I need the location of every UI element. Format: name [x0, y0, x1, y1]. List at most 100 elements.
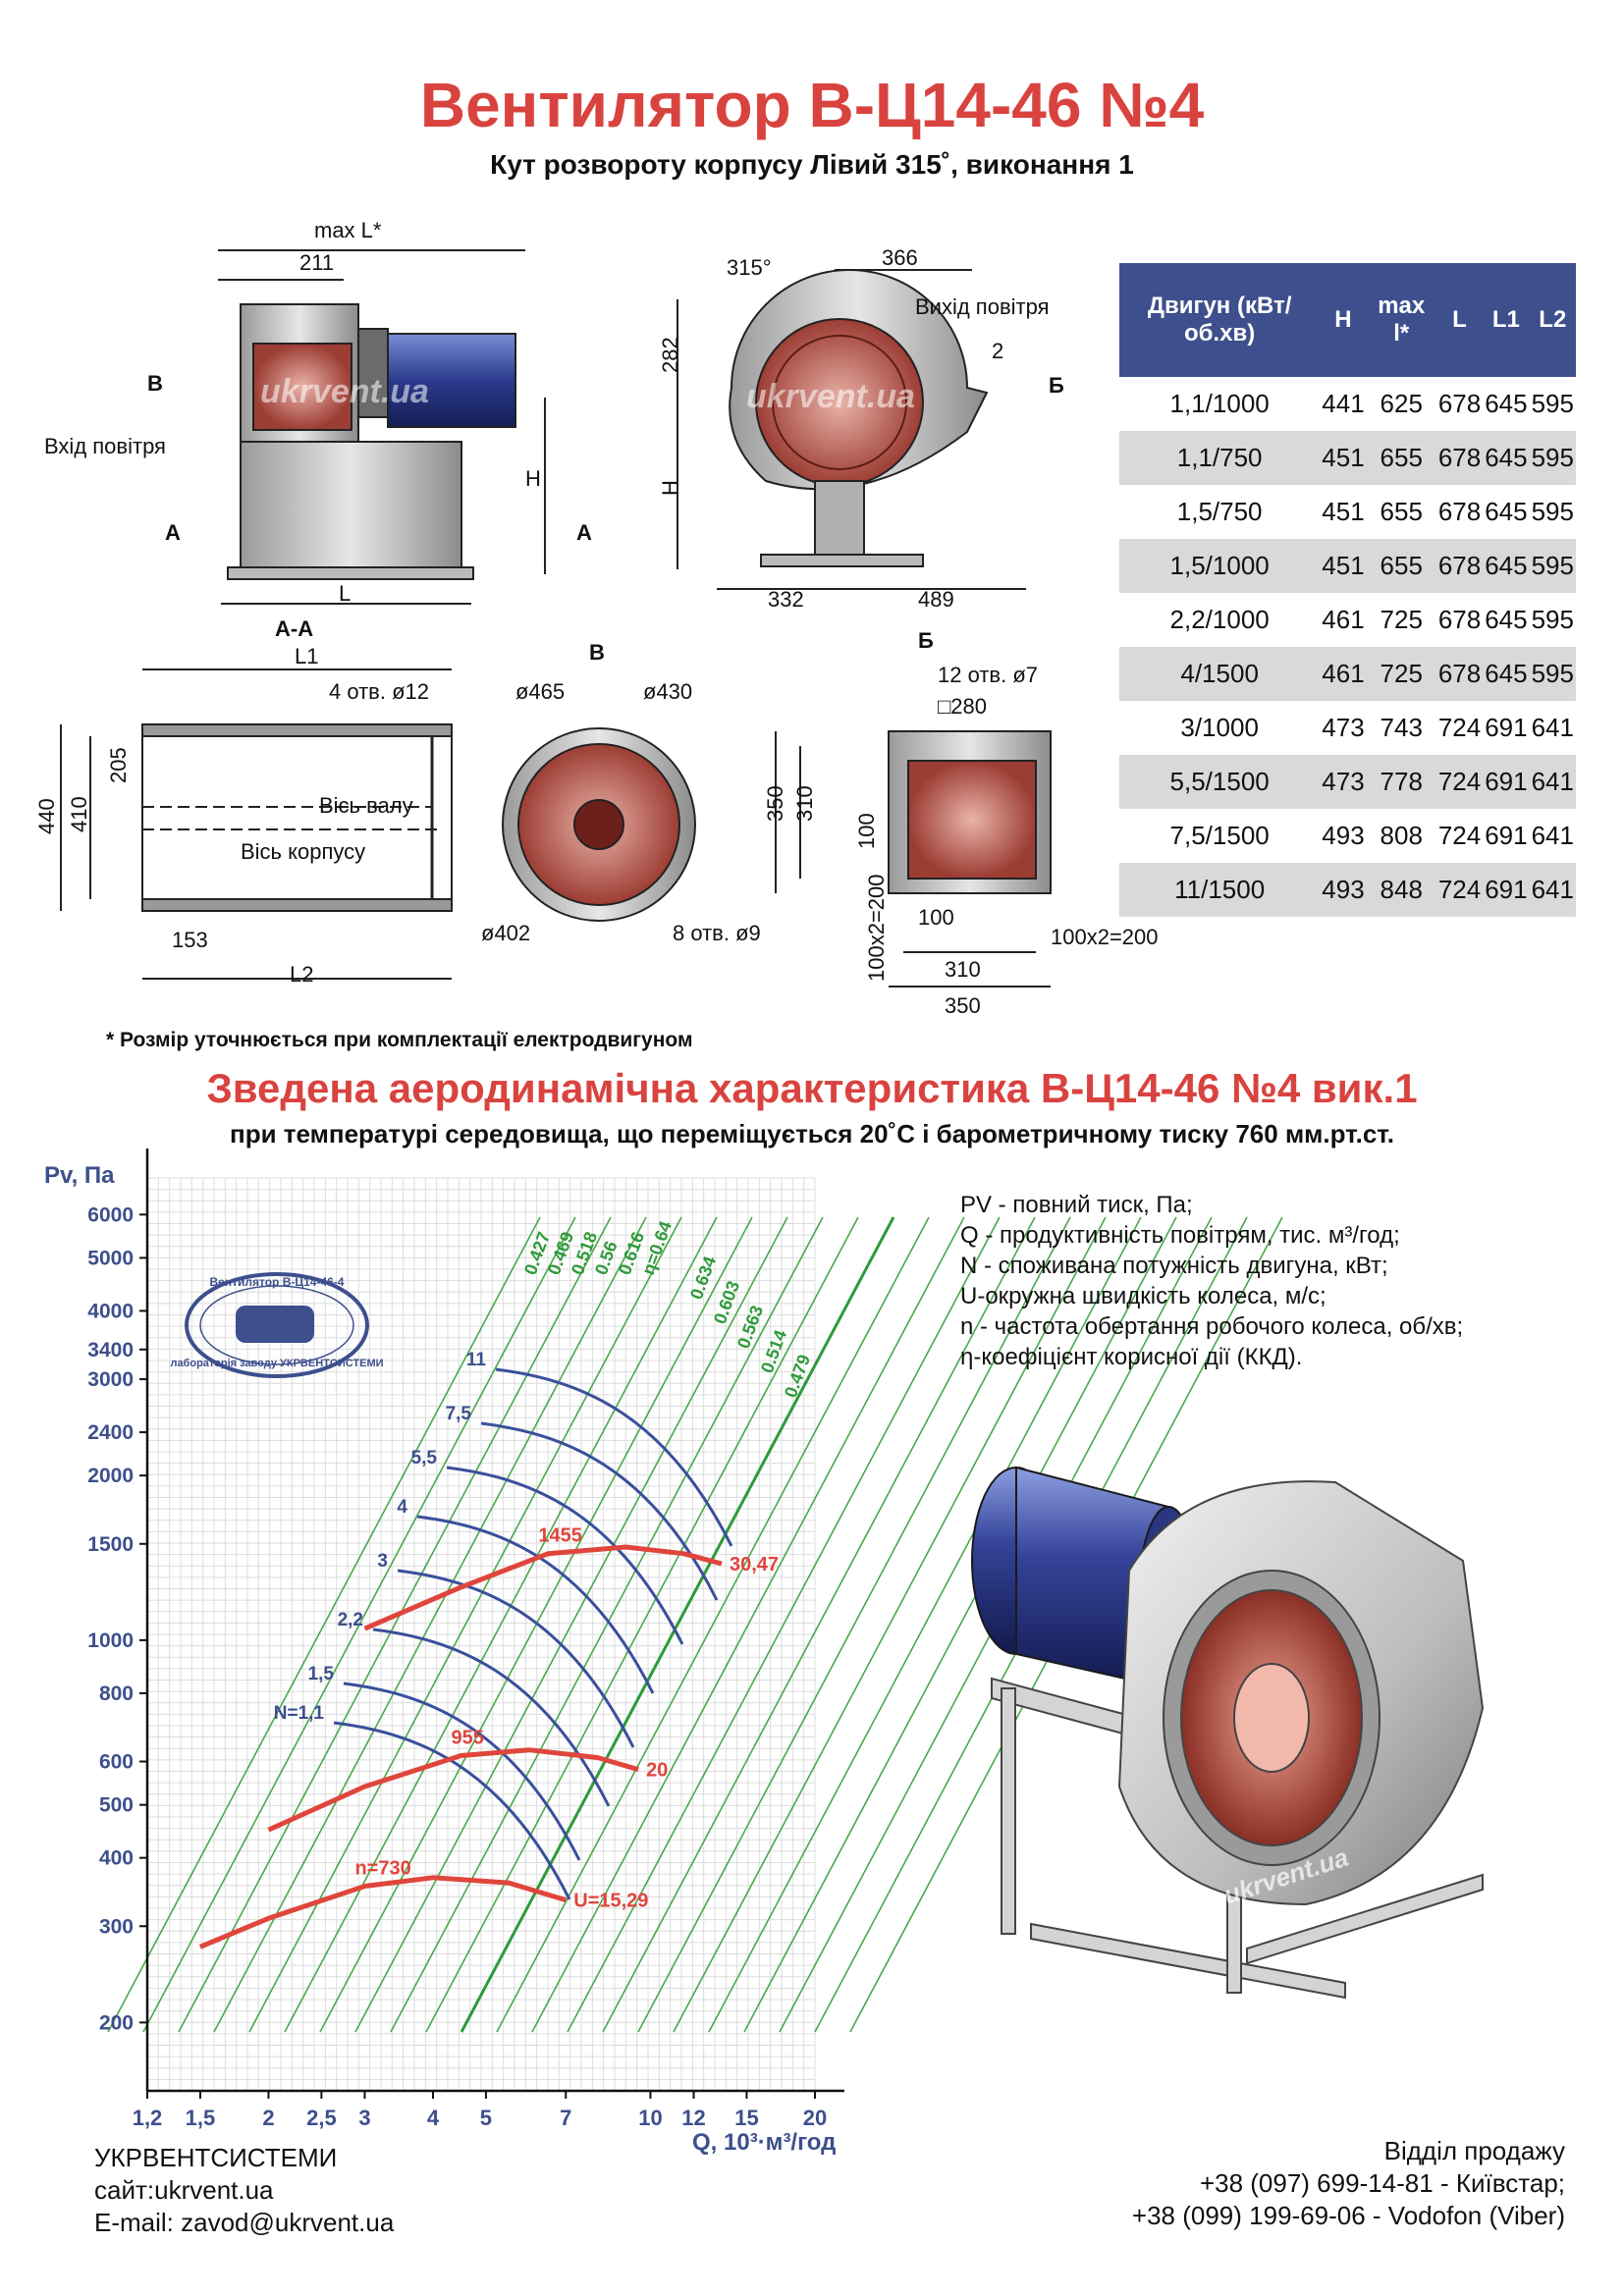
power-label: 7,5	[446, 1404, 472, 1424]
legend: PV - повний тиск, Па; Q - продуктивність…	[960, 1190, 1463, 1372]
company-site[interactable]: сайт:ukrvent.ua	[94, 2175, 274, 2205]
table-cell: 625	[1380, 389, 1423, 418]
legend-item: η-коефіцієнт корисної дії (ККД).	[960, 1344, 1303, 1370]
legend-item: PV - повний тиск, Па;	[960, 1192, 1193, 1218]
dim-l2: L2	[290, 962, 313, 987]
power-label: N=1,1	[274, 1703, 325, 1724]
efficiency-line	[567, 1216, 1001, 2033]
dim-282: 282	[658, 337, 682, 373]
power-label: 4	[397, 1497, 407, 1518]
label-holes-bcyr: 12 отв. ø7	[938, 663, 1038, 687]
power-label: 1,5	[308, 1664, 335, 1684]
dim-d465: ø465	[515, 679, 565, 704]
table-cell: 655	[1366, 539, 1436, 593]
y-tick-label: 200	[99, 2011, 134, 2034]
speed-curve	[363, 1544, 723, 1631]
table-cell: 724	[1435, 863, 1484, 917]
dim-366: 366	[882, 245, 918, 270]
table-cell: 645	[1483, 647, 1530, 701]
y-tick-label: 4000	[87, 1300, 134, 1322]
table-cell: 451	[1322, 497, 1365, 526]
table-cell: 655	[1380, 497, 1423, 526]
efficiency-line	[178, 1216, 612, 2033]
y-tick-label: 3400	[87, 1339, 134, 1362]
y-tick-label: 1000	[87, 1629, 134, 1652]
efficiency-line	[637, 1216, 1071, 2033]
table-cell: 5,5/1500	[1119, 755, 1321, 809]
label-outlet: Вихід повітря	[915, 294, 1050, 319]
power-curve	[495, 1367, 733, 1547]
table-cell: 461	[1320, 647, 1367, 701]
sales-phone-1[interactable]: +38 (097) 699-14-81 - Київстар;	[1199, 2168, 1565, 2198]
table-header: L	[1435, 263, 1484, 377]
label-holes-b: 8 отв. ø9	[673, 921, 761, 945]
y-tick-label: 600	[99, 1751, 134, 1774]
watermark: ukrvent.ua	[746, 378, 915, 415]
table-cell: 645	[1483, 539, 1530, 593]
table-cell: 473	[1320, 755, 1367, 809]
efficiency-line	[213, 1216, 647, 2033]
x-tick-label: 20	[803, 2106, 827, 2130]
label-shaft-axis: Вісь валу	[319, 793, 413, 818]
y-axis-label: Pv, Па	[44, 1162, 115, 1189]
power-label: 11	[466, 1350, 487, 1370]
sales-phone-2[interactable]: +38 (099) 199-69-06 - Vodofon (Viber)	[1131, 2201, 1565, 2230]
sales-block: Відділ продажу +38 (097) 699-14-81 - Киї…	[1132, 2135, 1565, 2232]
table-cell: 724	[1437, 821, 1482, 850]
speed-end-label: U=15,29	[573, 1891, 648, 1912]
dim-h-side: H	[525, 466, 541, 491]
performance-title: Зведена аеродинамічна характеристика В-Ц…	[206, 1065, 1418, 1111]
table-cell: 595	[1531, 497, 1574, 526]
table-cell: 724	[1437, 713, 1482, 742]
company-email[interactable]: E-mail: zavod@ukrvent.ua	[94, 2208, 395, 2237]
efficiency-label: 0.514	[757, 1327, 790, 1375]
efficiency-line	[390, 1216, 824, 2033]
dim-d430: ø430	[643, 679, 692, 704]
label-holes-aa: 4 отв. ø12	[329, 679, 429, 704]
power-curve	[397, 1569, 635, 1748]
table-cell: 3/1000	[1180, 713, 1259, 742]
dim-205: 205	[106, 747, 131, 783]
table-cell: 645	[1485, 497, 1528, 526]
dim-410: 410	[67, 796, 91, 832]
table-cell: 678	[1437, 389, 1482, 418]
table-cell: 678	[1435, 647, 1484, 701]
dim-sq280: □280	[938, 694, 987, 719]
table-cell: 691	[1485, 821, 1528, 850]
x-axis-label: Q, 10³·м³/год	[692, 2129, 836, 2156]
dim-l1: L1	[295, 644, 318, 668]
speed-label: n=730	[354, 1858, 410, 1880]
label-b: B	[147, 371, 163, 396]
efficiency-line	[602, 1216, 1036, 2033]
table-cell: 678	[1435, 431, 1484, 485]
table-cell: 655	[1366, 431, 1436, 485]
legend-item: U-окружна швидкість колеса, м/с;	[960, 1283, 1326, 1309]
table-cell: 595	[1529, 647, 1576, 701]
view-bcyr	[775, 730, 1052, 988]
dim-211: 211	[299, 250, 334, 275]
y-tick-label: 500	[99, 1794, 134, 1817]
side-view-labels: max L* 211 B Вхід повітря A A H L	[44, 218, 592, 606]
x-tick-label: 10	[638, 2106, 662, 2130]
stamp-bottom: лабораторія заводу УКРВЕНТСИСТЕМИ	[170, 1358, 383, 1369]
power-label: 5,5	[411, 1448, 438, 1468]
front-view-labels: 315° 366 Вихід повітря 2 Б 282 H 332 489	[658, 245, 1064, 612]
table-cell: 595	[1529, 431, 1576, 485]
stamp-top: Вентилятор В-Ц14-46-4	[210, 1275, 345, 1289]
efficiency-line	[425, 1216, 859, 2033]
table-cell: 1,5/1000	[1119, 539, 1321, 593]
dim-440: 440	[34, 798, 59, 834]
x-tick-label: 5	[480, 2106, 492, 2130]
table-cell: 724	[1435, 755, 1484, 809]
y-tick-label: 6000	[87, 1203, 134, 1226]
x-tick-label: 3	[358, 2106, 370, 2130]
table-cell: 595	[1531, 605, 1574, 634]
table-cell: 678	[1435, 539, 1484, 593]
fan-illustration: ukrvent.ua	[971, 1466, 1485, 2000]
